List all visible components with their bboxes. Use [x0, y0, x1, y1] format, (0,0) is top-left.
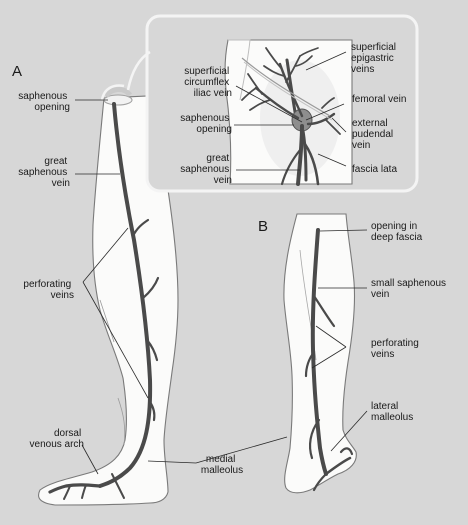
- label-small-saphenous-vein: small saphenous vein: [371, 278, 449, 300]
- label-lateral-malleolus: lateral malleolus: [371, 401, 413, 423]
- dorsal-venous-arch: [48, 483, 102, 494]
- label-perforating-veins-b: perforating veins: [371, 338, 422, 360]
- inset-illustration: [224, 39, 353, 186]
- inset-connector: [126, 50, 151, 91]
- label-saphenous-opening: saphenous opening: [18, 91, 70, 113]
- label-circumflex-iliac-vein: superficial circumflex iliac vein: [184, 66, 232, 99]
- label-inset-great-saphenous: great saphenous vein: [180, 153, 232, 186]
- small-saphenous-vein-b: [310, 228, 328, 476]
- leader-lines: [75, 51, 368, 475]
- panel-label-b: B: [258, 218, 268, 235]
- label-epigastric-veins: superficial epigastric veins: [351, 42, 399, 75]
- leg-a-illustration: [38, 87, 179, 506]
- leg-b-outline: [283, 213, 357, 494]
- leg-a-outline: [38, 95, 179, 506]
- label-inset-saphenous-opening: saphenous opening: [180, 113, 232, 135]
- label-femoral-vein: femoral vein: [352, 94, 406, 105]
- label-opening-deep-fascia: opening in deep fascia: [371, 221, 423, 243]
- label-pudendal-vein: external pudendal vein: [352, 118, 396, 151]
- label-great-saphenous-vein: great saphenous vein: [18, 156, 70, 189]
- leg-b-illustration: [283, 213, 357, 494]
- label-perforating-veins-a: perforating veins: [23, 279, 74, 301]
- label-medial-malleolus: medial malleolus: [201, 454, 243, 476]
- great-saphenous-vein-a: [98, 102, 153, 488]
- label-dorsal-venous-arch: dorsal venous arch: [30, 428, 84, 450]
- panel-label-a: A: [12, 63, 22, 80]
- label-fascia-lata: fascia lata: [352, 164, 397, 175]
- labels: A B saphenous opening great saphenous ve…: [12, 42, 449, 476]
